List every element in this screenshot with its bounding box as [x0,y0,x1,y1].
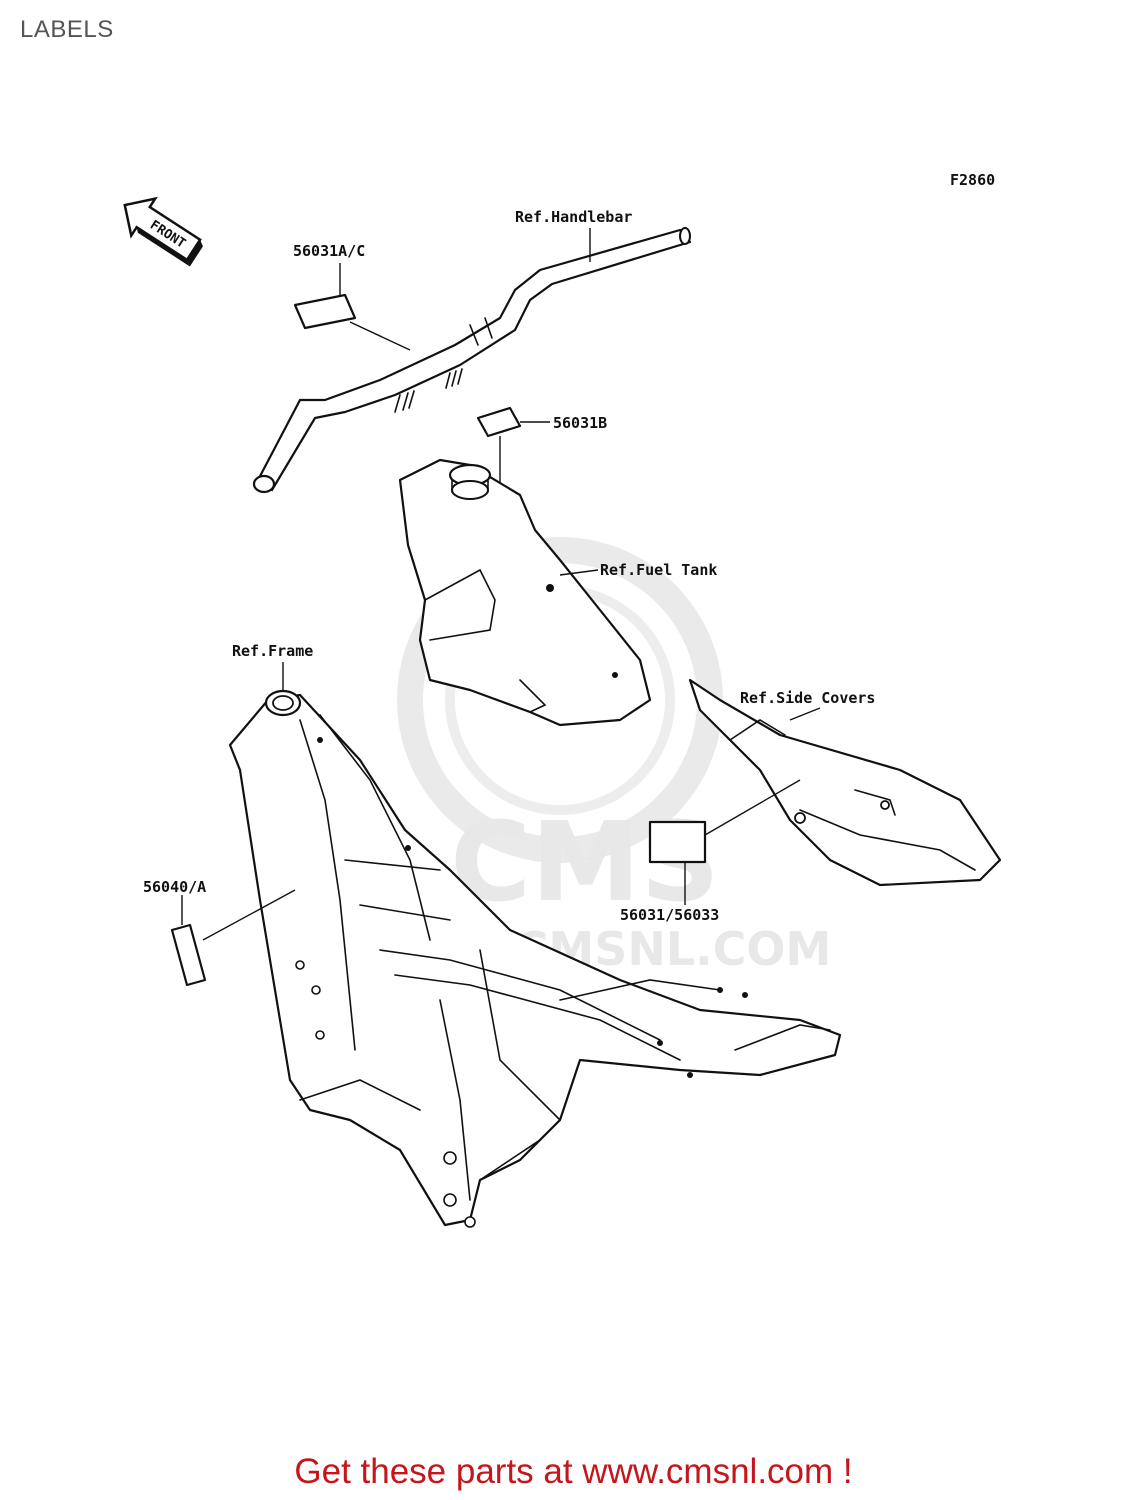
handlebar [252,227,692,494]
label-56031a-c: 56031A/C [293,242,365,260]
frame [228,689,842,1228]
label-sticker-56031-56033 [648,820,707,864]
fuel-tank [398,458,652,727]
page-title: LABELS [20,16,114,43]
label-ref-handlebar: Ref.Handlebar [515,208,632,226]
label-56031-56033: 56031/56033 [620,906,719,924]
label-ref-frame: Ref.Frame [232,642,313,660]
footer-promo-link[interactable]: Get these parts at www.cmsnl.com ! [294,1452,853,1491]
front-arrow-icon: FRONT [123,196,203,267]
label-sticker-56031b [476,406,522,438]
parts-diagram: CMS WWW.CMSNL.COM F2860 FRONT 56031A/C R… [123,171,1002,1228]
figure-code: F2860 [950,171,995,189]
label-sticker-56040-a [170,923,207,987]
label-sticker-56031a-c [293,293,357,330]
label-ref-fuel-tank: Ref.Fuel Tank [600,561,717,579]
label-56031b: 56031B [553,414,607,432]
label-ref-side-covers: Ref.Side Covers [740,689,875,707]
side-cover [688,678,1002,887]
label-56040-a: 56040/A [143,878,206,896]
